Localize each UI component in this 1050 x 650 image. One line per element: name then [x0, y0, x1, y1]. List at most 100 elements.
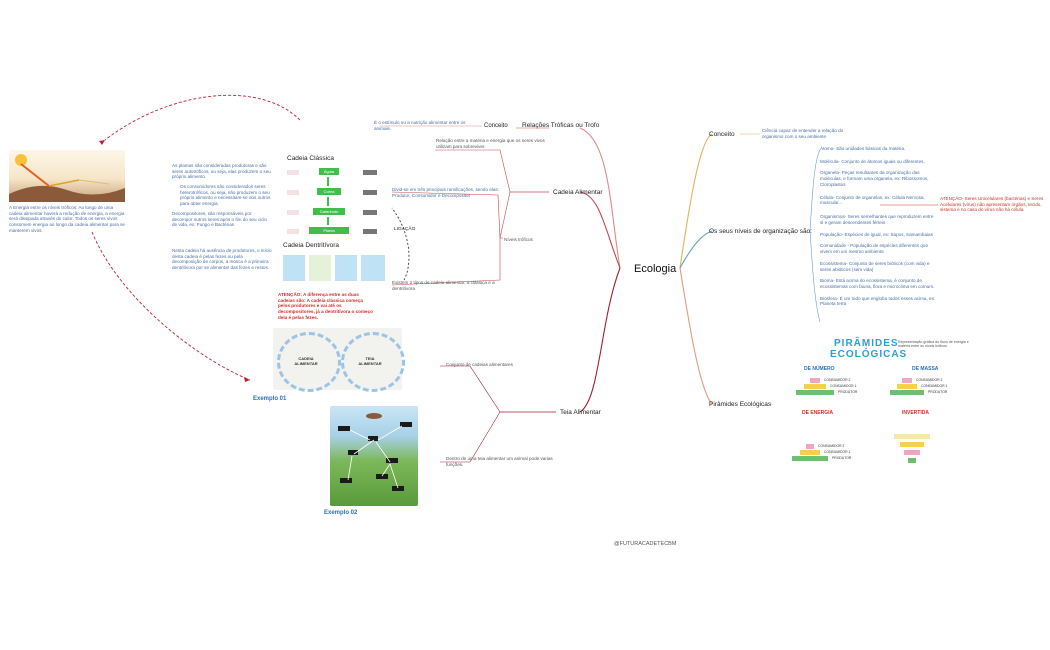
pyramid-bar	[894, 434, 930, 439]
niveis-troficos-label[interactable]: Níveis tróficos	[504, 237, 533, 242]
nivel-organismos: Organismos- Seres semelhantes que reprod…	[820, 214, 934, 225]
side-box	[287, 190, 299, 195]
branch-teia-alimentar[interactable]: Teia Alimentar	[560, 409, 601, 416]
cadeias-atencao: ATENÇÃO: A diferença entre as duas cadei…	[278, 292, 373, 320]
arrow-up	[327, 197, 329, 206]
cadeia-detritivora-title: Cadeia Dentritívora	[283, 242, 339, 249]
side-box	[287, 170, 299, 175]
chain-box-gafanhoto: Gafanhoto	[313, 208, 345, 215]
branch-conceito[interactable]: Conceito	[709, 131, 735, 138]
pyramid-bar	[908, 458, 916, 463]
pyramid-bar	[806, 444, 814, 449]
detritivore-card	[309, 255, 331, 281]
relacoes-conceito-text: É o estímulo ou a nutrição alimentar ent…	[374, 120, 466, 131]
piramide-massa-title: DE MASSA	[912, 366, 939, 372]
arrow-up	[327, 217, 329, 225]
pyramid-tag: PRODUTOR	[928, 390, 948, 394]
nivel-atomo: Átomo- São unidades básicas da matéria.	[820, 146, 906, 151]
exemplo-02-label: Exemplo 02	[324, 510, 358, 516]
teia-alimentar-label: TEIA ALIMENTAR	[358, 356, 382, 366]
exemplo-02-image	[330, 406, 418, 506]
piramides-subtitle: Representação gráfica do fluxo de energi…	[898, 340, 969, 348]
pyramid-bar	[810, 378, 820, 383]
niveis-list: Átomo- São unidades básicas da matéria. …	[820, 146, 936, 307]
nivel-ecossistema: Ecossistema- Conjunto de seres bióticos …	[820, 260, 930, 272]
side-box	[363, 229, 377, 234]
chain-box-planta: Planta	[309, 227, 349, 234]
side-box	[363, 210, 377, 215]
cadeia-alimentar-card	[277, 332, 341, 392]
detritivore-chain-strip	[283, 251, 387, 285]
side-box	[287, 210, 299, 215]
classic-chain-diagram: Águia Cobra Gafanhoto Planta	[287, 164, 387, 236]
arrow-up	[327, 177, 329, 186]
niveis-atencao: ATENÇÃO- Seres Unicelulares (bactérias) …	[940, 196, 1044, 213]
pyramid-bar	[800, 450, 820, 455]
pyramid-bar	[900, 442, 924, 447]
piramides-heading-1: PIRÂMIDES	[834, 338, 899, 349]
energia-texto: A Energia entre os níveis tróficos: Ao l…	[9, 205, 125, 233]
cadeia-definicao: Relação entre a matéria e energia que os…	[436, 138, 545, 149]
side-box	[363, 170, 377, 175]
pyramid-tag: PRODUTOR	[832, 456, 852, 460]
energy-flow-drawing	[9, 154, 125, 202]
nivel-comunidade: Comunidade - População de espécies difer…	[820, 243, 929, 255]
chain-box-cobra: Cobra	[317, 188, 341, 195]
pyramid-bar	[902, 378, 912, 383]
pyramid-tag: CONSUMIDOR 2	[818, 444, 845, 448]
piramides-heading-2: ECOLÓGICAS	[830, 349, 908, 360]
energy-flow-image	[9, 150, 125, 202]
pyramid-tag: PRODUTOR	[838, 390, 858, 394]
exemplo-01-image: CADEIA ALIMENTAR TEIA ALIMENTAR	[273, 328, 405, 392]
detritivora-texto: Nesta cadeia há ausência de produtores, …	[172, 248, 272, 271]
chain-box-aguia: Águia	[319, 168, 339, 175]
pyramid-tag: CONSUMIDOR 1	[824, 450, 851, 454]
pyramid-bar	[796, 390, 834, 395]
pyramid-tag: CONSUMIDOR 2	[824, 378, 851, 382]
piramides-card: PIRÂMIDES ECOLÓGICAS Representação gráfi…	[772, 334, 972, 484]
pyramid-bar	[804, 384, 826, 389]
exemplo-01-label: Exemplo 01	[253, 396, 287, 402]
teia-dentro: Dentro de uma teia alimentar um animal p…	[446, 456, 553, 467]
branch-relacoes-troficas[interactable]: Relações Tróficas ou Trofo	[522, 122, 600, 129]
teia-alimentar-card	[341, 332, 405, 392]
cadeia-alimentar-label: CADEIA ALIMENTAR	[294, 356, 318, 366]
relacoes-conceito-label[interactable]: Conceito	[484, 123, 508, 129]
pyramid-tag: CONSUMIDOR 1	[830, 384, 857, 388]
nivel-biosfera: Biosfera- É um todo que engloba todos es…	[820, 295, 936, 307]
teia-conjunto: Conjunto de cadeias alimentares	[446, 362, 513, 367]
nivel-celula: Célula- Conjunto de organelas, ex: Célul…	[820, 194, 925, 206]
detritivore-card	[283, 255, 305, 281]
piramide-invertida-title: INVERTIDA	[902, 410, 929, 416]
branch-niveis-organizacao[interactable]: Os seus níveis de organização são:	[709, 228, 812, 235]
tipos-de-cadeia: Existem 2 tipos de cadeia alimentar, a c…	[392, 280, 495, 291]
pyramid-tag: CONSUMIDOR 2	[916, 378, 943, 382]
consumidores-texto: Os consumidores são considerados seres h…	[180, 184, 271, 207]
pyramid-bar	[890, 390, 924, 395]
watermark: @FUTURACADETECBM	[614, 541, 677, 547]
side-box	[363, 190, 377, 195]
pyramid-bar	[904, 450, 920, 455]
pyramid-bar	[792, 456, 828, 461]
piramide-numero-title: DE NÚMERO	[804, 366, 835, 372]
cadeia-classica-title: Cadeia Clássica	[287, 155, 334, 162]
branch-cadeia-alimentar[interactable]: Cadeia Alimentar	[553, 189, 603, 196]
detritivore-card	[335, 255, 357, 281]
decompositores-texto: Decompositores, são responsáveis por dec…	[172, 211, 267, 228]
piramide-energia-title: DE ENERGIA	[802, 410, 834, 416]
side-box	[287, 229, 299, 234]
branch-piramides[interactable]: Pirâmides Ecológicas	[709, 401, 772, 408]
nivel-populacao: População- Espécies de igual, ex: Sapos,…	[820, 231, 933, 237]
nivel-organela: Organela- Peças resultantes da organizaç…	[820, 170, 929, 187]
plantas-texto: As plantas são consideradas produtoras e…	[172, 163, 271, 180]
central-topic[interactable]: Ecologia	[634, 263, 677, 275]
food-web-drawing	[338, 413, 412, 491]
pyramid-bar	[897, 384, 917, 389]
detritivore-card	[361, 255, 385, 281]
nivel-molecula: Molécula- Conjunto de átomos iguais ou d…	[820, 158, 925, 164]
conceito-texto: Ciência capaz de entender a relação do o…	[762, 128, 844, 139]
pyramid-tag: CONSUMIDOR 1	[921, 384, 948, 388]
nivel-bioma: Bioma- Está acima do ecossistema, é conj…	[820, 278, 935, 290]
divide-ramificacoes: Divid-se em três principais ramificações…	[392, 187, 499, 198]
